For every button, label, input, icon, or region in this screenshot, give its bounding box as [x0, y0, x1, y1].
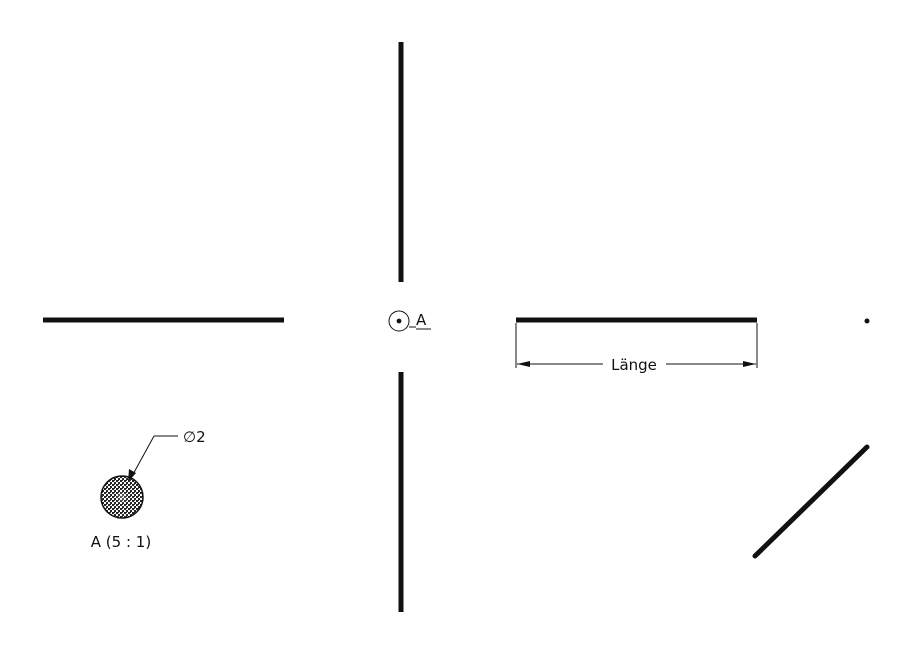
detail-view: ∅2 A (5 : 1) [91, 428, 206, 551]
length-dimension-label[interactable]: Länge [611, 356, 657, 374]
end-view-point [864, 318, 870, 324]
detail-marker-label: A [416, 311, 427, 329]
diameter-leader-diagonal [130, 435, 155, 479]
detail-marker-circle [388, 310, 410, 332]
detail-marker-dot [396, 318, 402, 324]
iso-view [752, 444, 870, 559]
iso-rod-line [752, 444, 870, 559]
dimension-arrow-left [517, 361, 530, 367]
detail-view-caption: A (5 : 1) [91, 533, 151, 551]
cross-section-core [115, 490, 129, 504]
diameter-callout: ∅2 [183, 428, 206, 446]
end-view [864, 318, 870, 324]
diameter-leader-arrow [128, 469, 136, 482]
right-view: Länge [515, 317, 758, 374]
dimension-arrow-right [743, 361, 756, 367]
detail-marker-a[interactable]: A [388, 310, 431, 332]
